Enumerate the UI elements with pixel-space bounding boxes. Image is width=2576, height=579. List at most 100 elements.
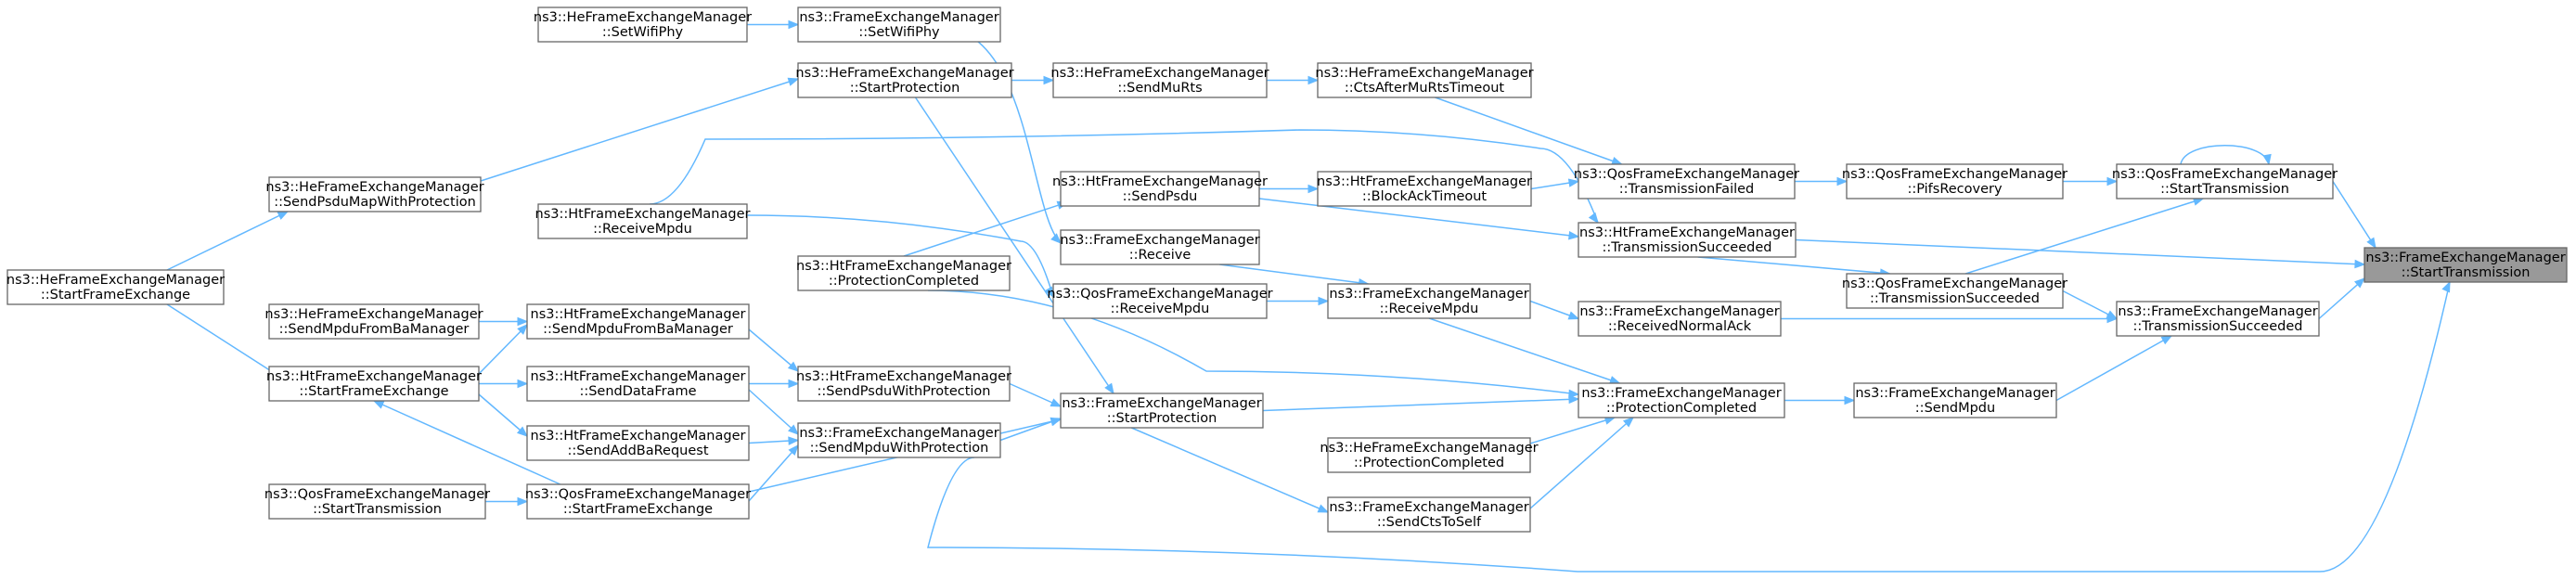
node-qfem_txfail[interactable]: ns3::QosFrameExchangeManager::Transmissi…: [1574, 163, 1799, 199]
node-htfem_startfe[interactable]: ns3::HtFrameExchangeManager::StartFrameE…: [266, 366, 482, 402]
node-fem_sendcts[interactable]: ns3::FrameExchangeManager::SendCtsToSelf: [1327, 496, 1531, 533]
graph-edges: [166, 19, 2451, 573]
node-method-label: ::Receive: [1129, 248, 1191, 263]
edge-fem_txsucc-to-root: [2318, 277, 2366, 320]
node-method-label: ::CtsAfterMuRtsTimeout: [1345, 81, 1505, 96]
node-class-label: ns3::HtFrameExchangeManager: [1579, 225, 1795, 240]
node-class-label: ns3::HtFrameExchangeManager: [796, 369, 1011, 384]
node-fem_txsucc[interactable]: ns3::FrameExchangeManager::TransmissionS…: [2116, 301, 2320, 337]
node-box: [526, 483, 750, 520]
edge-hefem_setwifiphy-to-fem_receive: [946, 27, 1062, 244]
node-qfem_recvmpdu[interactable]: ns3::QosFrameExchangeManager::ReceiveMpd…: [1047, 283, 1273, 319]
node-box: [1052, 62, 1268, 98]
node-qfem_txsucc[interactable]: ns3::QosFrameExchangeManager::Transmissi…: [1842, 273, 2067, 309]
node-hefem_sendmpdufromba[interactable]: ns3::HeFrameExchangeManager::SendMpduFro…: [264, 303, 483, 340]
node-method-label: ::ReceiveMpdu: [1380, 302, 1479, 316]
edge-htfem_protcompleted-to-fem_protcompleted: [927, 290, 1580, 399]
edge-qfem_recvmpdu-to-fem_recvmpdu: [1267, 296, 1330, 306]
node-method-label: ::SendMpdu: [1915, 401, 1995, 416]
graph-nodes: ns3::FrameExchangeManager::StartTransmis…: [6, 6, 2568, 533]
node-htfem_protcompleted[interactable]: ns3::HtFrameExchangeManager::ProtectionC…: [796, 255, 1011, 291]
node-htfem_txsucc[interactable]: ns3::HtFrameExchangeManager::Transmissio…: [1578, 222, 1797, 258]
node-method-label: ::SendMpduFromBaManager: [543, 322, 733, 337]
edge-htfem_sendpsdu-to-htfem_blockack: [1259, 184, 1320, 194]
edge-hefem_startfe-to-hefem_sendpsdumap: [166, 211, 290, 271]
node-fem_startprot[interactable]: ns3::FrameExchangeManager::StartProtecti…: [1060, 392, 1264, 429]
edge-htfem_recvmpdu-to-qfem_recvmpdu: [746, 214, 1054, 299]
node-method-label: ::StartFrameExchange: [41, 288, 190, 302]
node-method-label: ::TransmissionSucceeded: [2133, 319, 2303, 334]
node-htfem_sendaddba[interactable]: ns3::HtFrameExchangeManager::SendAddBaRe…: [526, 425, 750, 461]
node-class-label: ns3::HtFrameExchangeManager: [531, 369, 746, 384]
node-box: [2116, 163, 2334, 199]
node-class-label: ns3::FrameExchangeManager: [1329, 500, 1528, 515]
node-class-label: ns3::HtFrameExchangeManager: [531, 307, 746, 322]
node-fem_receive[interactable]: ns3::FrameExchangeManager::Receive: [1060, 229, 1260, 265]
node-qfem_pifs[interactable]: ns3::QosFrameExchangeManager::PifsRecove…: [1842, 163, 2067, 199]
edge-hefem_startprot-to-fem_startprot: [914, 96, 1114, 395]
node-fem_protcompleted[interactable]: ns3::FrameExchangeManager::ProtectionCom…: [1578, 382, 1785, 418]
node-class-label: ns3::QosFrameExchangeManager: [264, 487, 490, 502]
node-method-label: ::StartFrameExchange: [563, 502, 713, 517]
edge-fem_recvnormalack-to-fem_txsucc: [1781, 314, 2119, 324]
edge-qfem_starttx-to-qfem_starttx: [2180, 145, 2272, 166]
node-class-label: ns3::FrameExchangeManager: [1581, 386, 1781, 401]
node-root[interactable]: ns3::FrameExchangeManager::StartTransmis…: [2363, 247, 2568, 283]
node-fem_recvnormalack[interactable]: ns3::FrameExchangeManager::ReceivedNorma…: [1578, 301, 1782, 337]
node-class-label: ns3::HtFrameExchangeManager: [796, 259, 1011, 274]
node-hefem_sendpsdumap[interactable]: ns3::HeFrameExchangeManager::SendPsduMap…: [265, 176, 484, 212]
edge-fem_startprot-to-fem_sendcts: [1131, 427, 1330, 513]
node-htfem_sendmpdufromba[interactable]: ns3::HtFrameExchangeManager::SendMpduFro…: [526, 303, 750, 340]
node-box: [1578, 222, 1797, 258]
node-box: [526, 303, 750, 340]
node-class-label: ns3::HtFrameExchangeManager: [1052, 174, 1268, 189]
node-qfem_startfe[interactable]: ns3::QosFrameExchangeManager::StartFrame…: [525, 483, 751, 520]
node-method-label: ::ReceiveMpdu: [1111, 302, 1210, 316]
edge-htfem_sendmpdufromba-to-htfem_sendpsduwp: [748, 328, 800, 372]
node-box: [1846, 163, 2064, 199]
node-fem_sendmpdu[interactable]: ns3::FrameExchangeManager::SendMpdu: [1853, 382, 2057, 418]
edge-htfem_sendpsdu-to-htfem_txsucc: [1258, 198, 1580, 240]
node-hefem_startprot[interactable]: ns3::HeFrameExchangeManager::StartProtec…: [795, 62, 1014, 98]
node-method-label: ::ReceiveMpdu: [593, 222, 692, 237]
node-htfem_senddata[interactable]: ns3::HtFrameExchangeManager::SendDataFra…: [526, 366, 750, 402]
node-hefem_ctsafter[interactable]: ns3::HeFrameExchangeManager::CtsAfterMuR…: [1315, 62, 1534, 98]
node-htfem_blockack[interactable]: ns3::HtFrameExchangeManager::BlockAckTim…: [1317, 171, 1532, 207]
node-method-label: ::ProtectionCompleted: [1606, 401, 1757, 416]
node-class-label: ns3::HtFrameExchangeManager: [531, 429, 746, 444]
node-method-label: ::StartProtection: [850, 81, 960, 96]
edge-qfem_starttx2-to-qfem_startfe: [485, 496, 529, 507]
node-box: [1578, 301, 1782, 337]
node-method-label: ::SendAddBaRequest: [567, 444, 708, 458]
node-box: [537, 6, 748, 43]
node-hefem_setwifiphy[interactable]: ns3::HeFrameExchangeManager::SetWifiPhy: [534, 6, 752, 43]
edge-fem_startprot-to-fem_protcompleted: [1262, 394, 1580, 412]
node-box: [6, 269, 225, 305]
node-fem_sendmpduwp[interactable]: ns3::FrameExchangeManager::SendMpduWithP…: [797, 422, 1001, 458]
node-fem_setwifiphy[interactable]: ns3::FrameExchangeManager::SetWifiPhy: [797, 6, 1001, 43]
node-method-label: ::SendDataFrame: [579, 384, 696, 399]
node-htfem_sendpsduwp[interactable]: ns3::HtFrameExchangeManager::SendPsduWit…: [796, 366, 1011, 402]
node-qfem_starttx2[interactable]: ns3::QosFrameExchangeManager::StartTrans…: [264, 483, 490, 520]
node-box: [797, 62, 1012, 98]
node-htfem_sendpsdu[interactable]: ns3::HtFrameExchangeManager::SendPsdu: [1052, 171, 1268, 207]
node-box: [268, 303, 480, 340]
node-box: [268, 483, 486, 520]
node-htfem_recvmpdu[interactable]: ns3::HtFrameExchangeManager::ReceiveMpdu: [535, 203, 751, 239]
node-box: [1853, 382, 2057, 418]
node-hefem_startfe[interactable]: ns3::HeFrameExchangeManager::StartFrameE…: [6, 269, 225, 305]
node-method-label: ::TransmissionSucceeded: [1603, 240, 1772, 255]
node-hefem_protcompleted[interactable]: ns3::HeFrameExchangeManager::ProtectionC…: [1320, 437, 1539, 473]
node-class-label: ns3::HtFrameExchangeManager: [266, 369, 482, 384]
node-method-label: ::TransmissionFailed: [1619, 182, 1755, 197]
node-class-label: ns3::FrameExchangeManager: [1062, 396, 1261, 411]
edge-htfem_protcompleted-to-htfem_sendpsdu: [903, 200, 1069, 257]
node-qfem_starttx[interactable]: ns3::QosFrameExchangeManager::StartTrans…: [2112, 163, 2338, 199]
node-box: [1327, 283, 1531, 319]
edge-hefem_startprot-to-hefem_sendmurts: [1011, 75, 1055, 85]
node-box: [1317, 62, 1532, 98]
node-hefem_sendmurts[interactable]: ns3::HeFrameExchangeManager::SendMuRts: [1050, 62, 1269, 98]
edge-qfem_txsucc-to-fem_txsucc: [2062, 290, 2119, 320]
node-fem_recvmpdu[interactable]: ns3::FrameExchangeManager::ReceiveMpdu: [1327, 283, 1531, 319]
